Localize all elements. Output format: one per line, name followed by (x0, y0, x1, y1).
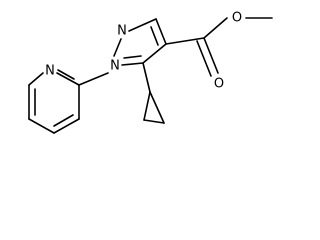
atom-pyridine-n: N (45, 64, 55, 79)
bond-carbonyl-o-double-b (196, 40, 212, 77)
bond-carbonyl-ester-o (203, 17, 228, 39)
bond-cyclopropyl-b (149, 91, 165, 124)
bond-cyclopropyl-c (143, 119, 165, 124)
bond-py-c4-c3 (53, 118, 80, 134)
bond-carbonyl-o-double-a (203, 37, 219, 74)
atom-pyrazole-n1: N (110, 59, 120, 74)
bond-n2-c3 (128, 18, 157, 32)
bond-py-c5-c4 (28, 118, 55, 134)
bond-c3-c4 (155, 18, 167, 45)
structure-canvas: N N N O O (28, 11, 273, 134)
bond-c5-cyclopropyl (142, 62, 151, 93)
molecule-drawing: N N N O O (28, 11, 273, 134)
bond-c3-c4-inner (150, 26, 159, 46)
bond-cyclopropyl-a (143, 91, 151, 121)
bond-c4-c5 (142, 43, 167, 64)
bond-c5-n1 (121, 62, 144, 66)
atom-carbonyl-o: O (214, 77, 224, 92)
atom-ester-o: O (232, 11, 242, 26)
atom-pyrazole-n2: N (117, 24, 127, 39)
bond-py-c2-n-inner (57, 69, 75, 80)
bond-c5-n1-inner (123, 55, 142, 59)
bond-n1-n2 (113, 38, 122, 57)
bond-py-n-c6 (28, 72, 44, 86)
bond-n1-pyridine (78, 72, 109, 86)
bond-py-c2-n (56, 72, 80, 86)
bond-c4-carbonyl (165, 37, 205, 45)
bond-py-c4-c3-inner (53, 114, 74, 127)
